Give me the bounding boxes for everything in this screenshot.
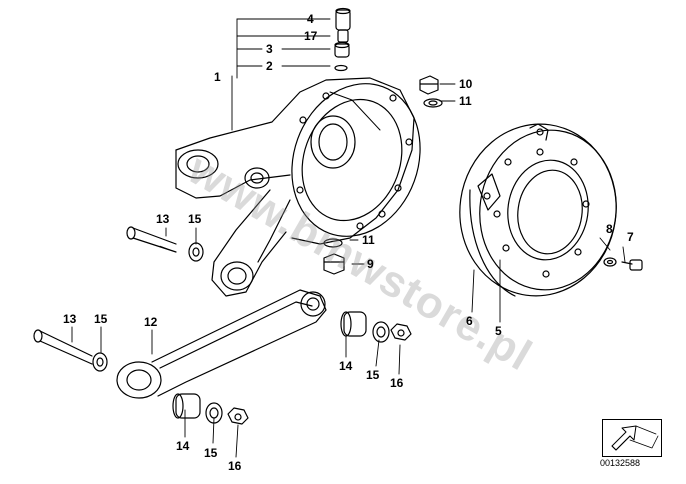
callout-9: 9 xyxy=(367,257,374,271)
callout-15-upper: 15 xyxy=(188,212,202,226)
final-drive-housing xyxy=(175,77,421,297)
diagram-id: 00132588 xyxy=(600,458,641,468)
callout-13-lower: 13 xyxy=(63,312,77,326)
upper-bolt xyxy=(126,226,204,262)
callout-4: 4 xyxy=(307,12,314,26)
callout-11-top: 11 xyxy=(459,94,472,108)
callout-15-lower: 15 xyxy=(94,312,108,326)
drain-plug xyxy=(323,238,345,275)
callout-15-bottom: 15 xyxy=(204,446,218,460)
callout-8: 8 xyxy=(606,222,613,236)
callout-10: 10 xyxy=(459,77,473,91)
bushing-set-upper xyxy=(340,311,412,343)
callout-14-upper: 14 xyxy=(339,359,353,373)
lower-bolt xyxy=(33,329,108,372)
callout-3: 3 xyxy=(266,42,273,56)
bushing-set-lower xyxy=(172,393,249,425)
callout-7: 7 xyxy=(627,230,634,244)
callout-6: 6 xyxy=(466,314,473,328)
callout-17: 17 xyxy=(304,29,318,43)
top-small-parts xyxy=(334,7,351,72)
callout-11-lower: 11 xyxy=(362,233,375,247)
plug-and-washer xyxy=(419,75,443,108)
callout-16-lower: 16 xyxy=(228,459,242,473)
arrow-icon xyxy=(611,425,659,451)
callout-13-upper: 13 xyxy=(156,212,170,226)
cover-disc xyxy=(459,123,617,297)
callout-12: 12 xyxy=(144,315,158,329)
torque-strut xyxy=(116,289,327,399)
callout-2: 2 xyxy=(266,59,273,73)
callout-1: 1 xyxy=(214,70,221,84)
callout-5: 5 xyxy=(495,324,502,338)
nav-box xyxy=(602,419,662,457)
callout-16-upper: 16 xyxy=(390,376,404,390)
callout-15-right: 15 xyxy=(366,368,380,382)
screw-and-washer xyxy=(603,257,643,271)
leader-lines xyxy=(71,18,626,458)
callout-14-lower: 14 xyxy=(176,439,190,453)
